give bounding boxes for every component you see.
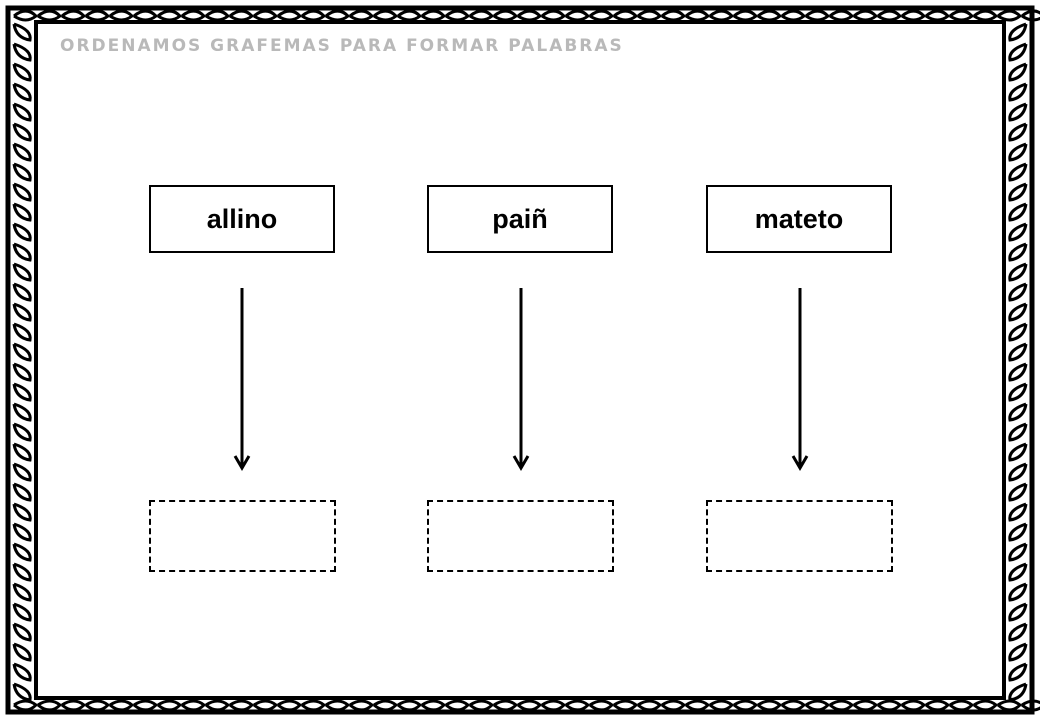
worksheet-title: ORDENAMOS GRAFEMAS PARA FORMAR PALABRAS (60, 36, 624, 56)
answer-box-1[interactable] (149, 500, 336, 572)
answer-box-3[interactable] (706, 500, 893, 572)
word-box-3: mateto (706, 185, 892, 253)
word-box-1: allino (149, 185, 335, 253)
answer-box-2[interactable] (427, 500, 614, 572)
word-box-2: paiñ (427, 185, 613, 253)
